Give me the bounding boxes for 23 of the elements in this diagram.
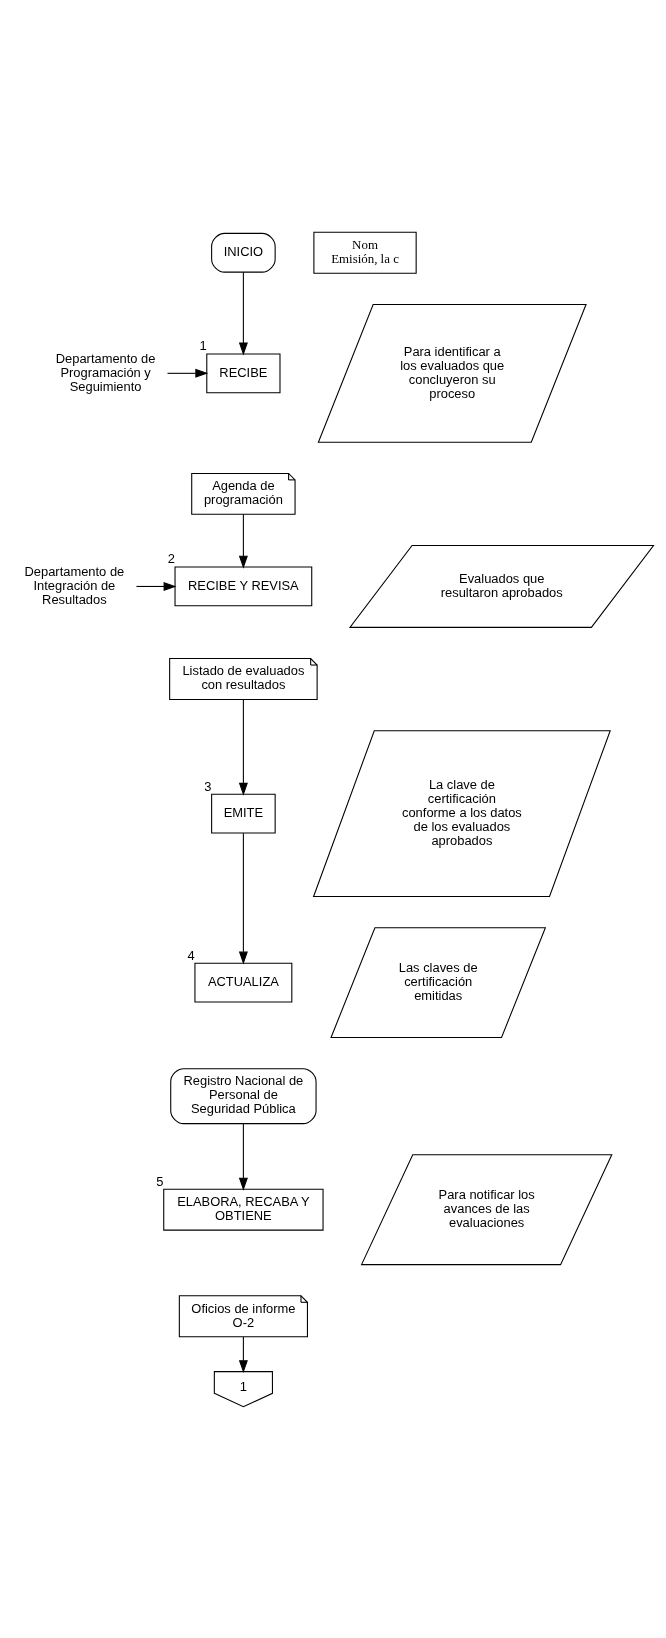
arrow bbox=[238, 271, 248, 355]
arrow bbox=[135, 581, 177, 591]
node-box: RECIBE Y REVISA bbox=[174, 566, 313, 606]
arrow bbox=[238, 1335, 248, 1373]
node-label: 4 bbox=[187, 947, 195, 963]
node-text: Departamento de Programación y Seguimiento bbox=[55, 350, 156, 394]
node-box: ACTUALIZA bbox=[194, 962, 293, 1002]
node-box: RECIBE bbox=[206, 352, 281, 393]
node-box: ELABORA, RECABA Y OBTIENE bbox=[163, 1188, 324, 1231]
node-label: 3 bbox=[204, 778, 212, 794]
arrow bbox=[238, 1122, 248, 1191]
node-box: Registro Nacional de Personal de Seguridad Pública bbox=[170, 1067, 317, 1124]
node-box: EMITE bbox=[211, 793, 276, 833]
node-box: INICIO bbox=[211, 232, 276, 273]
node-label: 2 bbox=[167, 550, 175, 566]
arrow bbox=[238, 698, 248, 796]
arrow bbox=[166, 368, 209, 378]
node-label: 5 bbox=[156, 1173, 164, 1189]
node-text: Departamento de Integración de Resultados bbox=[24, 563, 125, 607]
arrow bbox=[238, 513, 248, 569]
node-box: Nom Emisión, la c bbox=[313, 231, 417, 274]
node-label: 1 bbox=[199, 337, 207, 353]
arrow bbox=[238, 832, 248, 965]
